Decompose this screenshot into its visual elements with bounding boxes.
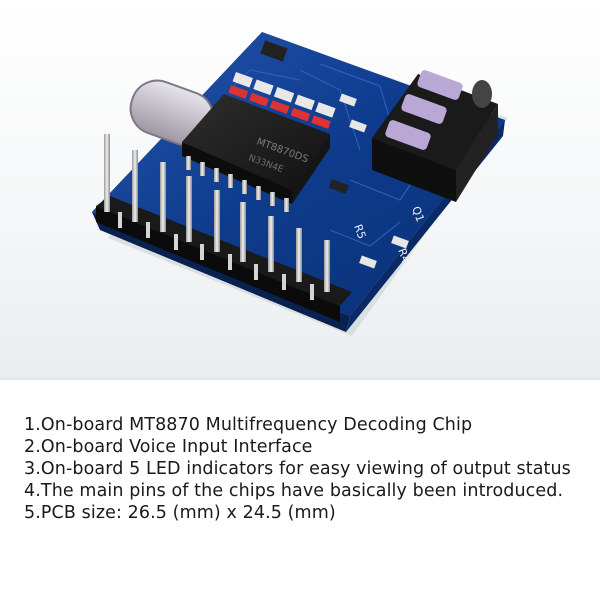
header-pin-3 — [160, 162, 166, 232]
feature-number: 2. — [24, 437, 41, 457]
header-pins — [96, 134, 352, 322]
section-divider — [0, 378, 600, 380]
chip-legs — [186, 156, 289, 212]
mt8870-chip: MT8870DS N33N4E — [182, 94, 330, 204]
jack-tab-1 — [417, 70, 463, 100]
header-pin-6 — [240, 202, 246, 262]
led-4 — [294, 94, 315, 111]
led-resistor-1 — [228, 85, 249, 99]
led-indicators — [228, 72, 336, 129]
feature-item: 5. PCB size: 26.5 (mm) x 24.5 (mm) — [24, 502, 590, 524]
header-pin-8 — [296, 228, 302, 282]
led-resistor-4 — [290, 107, 311, 122]
led-resistor-2 — [249, 92, 269, 107]
jack-tab-2 — [401, 94, 447, 124]
feature-text: On-board MT8870 Multifrequency Decoding … — [40, 415, 473, 435]
silk-r4: R4 — [395, 247, 412, 265]
header-pin-1 — [104, 134, 110, 212]
feature-item: 4. The main pins of the chips have basic… — [24, 480, 590, 502]
feature-number: 3. — [24, 459, 41, 479]
header-pin-9 — [324, 240, 330, 292]
feature-list: 1. On-board MT8870 Multifrequency Decodi… — [24, 414, 590, 524]
audio-jack — [372, 70, 498, 202]
jack-tab-3 — [385, 120, 431, 150]
led-resistor-3 — [269, 100, 290, 114]
silk-r5: R5 — [351, 223, 368, 241]
silk-q1: Q1 — [409, 205, 427, 224]
led-resistor-5 — [311, 115, 331, 129]
led-3 — [273, 87, 295, 103]
pcb-module-illustration: MT8870DS N33N4E R5 Q1 R4 — [92, 32, 508, 336]
header-pin-5 — [214, 190, 220, 252]
smd-resistors — [328, 93, 409, 269]
feature-text: On-board Voice Input Interface — [40, 437, 313, 457]
product-photo: MT8870DS N33N4E R5 Q1 R4 — [0, 0, 600, 380]
feature-text: PCB size: 26.5 (mm) x 24.5 (mm) — [40, 503, 336, 523]
header-pin-7 — [268, 216, 274, 272]
feature-item: 2. On-board Voice Input Interface — [24, 436, 590, 458]
smd-ic — [260, 40, 288, 62]
feature-number: 4. — [24, 481, 41, 501]
header-pin-4 — [186, 176, 192, 242]
feature-item: 3. On-board 5 LED indicators for easy vi… — [24, 458, 590, 480]
feature-number: 5. — [24, 503, 41, 523]
feature-text: On-board 5 LED indicators for easy viewi… — [40, 459, 571, 479]
feature-text: The main pins of the chips have basicall… — [40, 481, 564, 501]
header-pin-2 — [132, 150, 138, 222]
led-5 — [315, 102, 336, 118]
led-1 — [232, 72, 253, 88]
feature-number: 1. — [24, 415, 41, 435]
jack-socket — [472, 80, 492, 108]
led-2 — [253, 79, 274, 96]
feature-item: 1. On-board MT8870 Multifrequency Decodi… — [24, 414, 590, 436]
